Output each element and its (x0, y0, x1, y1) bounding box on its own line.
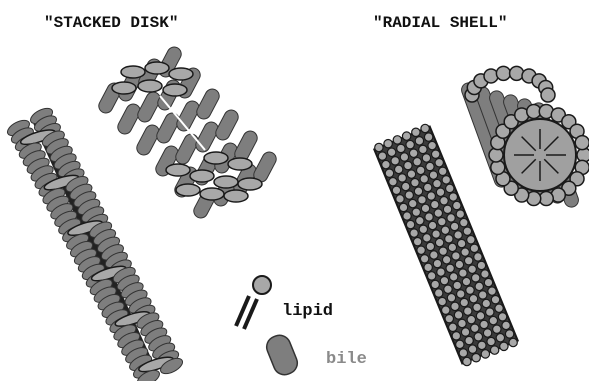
radial-shell-segment (460, 66, 589, 209)
stacked-disk-rod (5, 105, 185, 381)
stacked-disk-segment (96, 45, 278, 221)
lipid-icon (236, 276, 271, 329)
bile-icon (263, 332, 300, 378)
lipid-label: lipid (282, 302, 333, 321)
bile-label: bile (326, 350, 367, 369)
